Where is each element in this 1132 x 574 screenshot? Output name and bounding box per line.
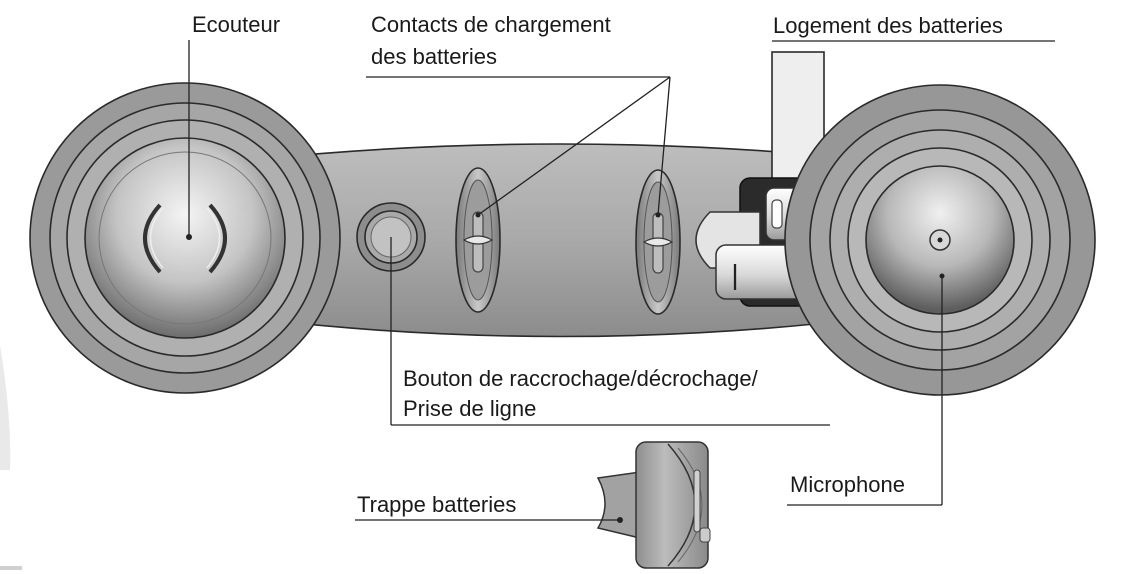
edge-shadow <box>0 345 11 470</box>
label-charging-contacts-line1: Contacts de chargement <box>371 12 611 37</box>
earpiece-cap <box>29 82 341 394</box>
label-earpiece: Ecouteur <box>192 12 280 37</box>
label-microphone: Microphone <box>790 472 905 497</box>
label-battery-compartment: Logement des batteries <box>773 13 1003 38</box>
labels: Ecouteur Contacts de chargement des batt… <box>192 12 1003 517</box>
microphone-cap <box>784 84 1096 396</box>
charging-contact-right <box>635 169 681 315</box>
label-hook-button-line2: Prise de ligne <box>403 396 536 421</box>
leader-lines <box>188 40 1055 521</box>
label-hook-button-line1: Bouton de raccrochage/décrochage/ <box>403 366 759 391</box>
corner-mark <box>0 566 22 570</box>
label-charging-contacts-line2: des batteries <box>371 44 497 69</box>
charging-contacts-leader-right <box>657 76 671 216</box>
charging-contacts-leader-left <box>477 76 671 216</box>
battery-door <box>596 441 711 569</box>
label-battery-door: Trappe batteries <box>357 492 516 517</box>
battery-minus-mark: | <box>731 259 738 290</box>
charging-contact-left <box>455 167 501 313</box>
